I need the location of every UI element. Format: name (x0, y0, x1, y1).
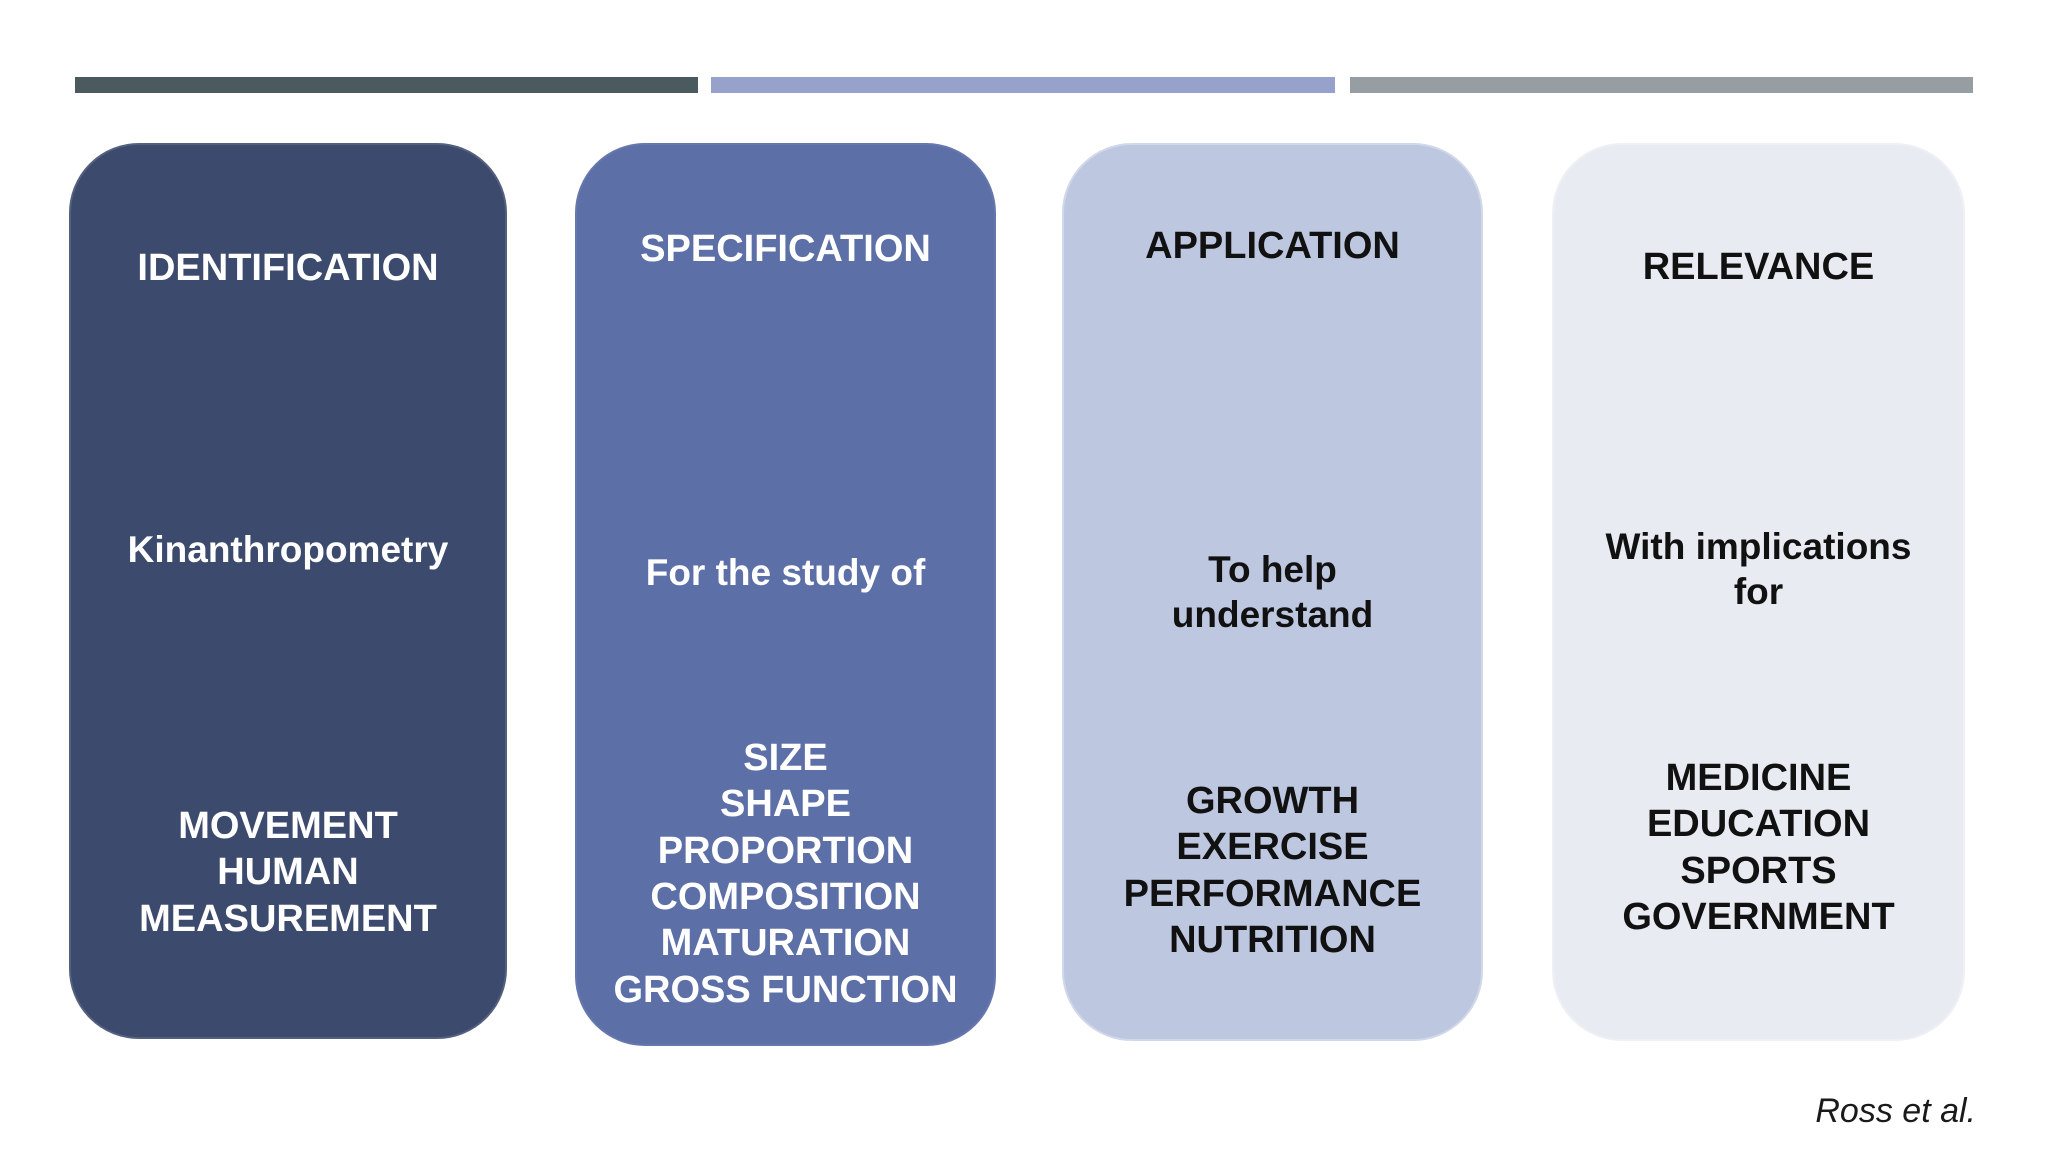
card-application: APPLICATION To help understand GROWTH EX… (1062, 143, 1483, 1041)
card-specification: SPECIFICATION For the study of SIZE SHAP… (575, 143, 996, 1046)
card-identification: IDENTIFICATION Kinanthropometry MOVEMENT… (69, 143, 507, 1039)
card-heading: IDENTIFICATION (137, 247, 439, 289)
card-items: MEDICINE EDUCATION SPORTS GOVERNMENT (1622, 757, 1895, 939)
top-bar-2 (711, 77, 1335, 93)
top-bar-3 (1350, 77, 1973, 93)
citation-credit: Ross et al. (1815, 1092, 1976, 1130)
card-phrase: To help understand (1171, 549, 1374, 636)
card-heading: APPLICATION (1145, 225, 1400, 267)
card-phrase: For the study of (645, 552, 926, 593)
card-items: GROWTH EXERCISE PERFORMANCE NUTRITION (1123, 780, 1422, 962)
card-items: SIZE SHAPE PROPORTION COMPOSITION MATURA… (613, 737, 958, 1011)
card-items: MOVEMENT HUMAN MEASUREMENT (139, 805, 437, 940)
card-relevance: RELEVANCE With implications for MEDICINE… (1552, 143, 1965, 1041)
card-heading: SPECIFICATION (640, 228, 931, 270)
card-phrase: With implications for (1605, 526, 1912, 613)
card-heading: RELEVANCE (1642, 246, 1875, 288)
card-phrase: Kinanthropometry (127, 529, 449, 570)
top-bar-1 (75, 77, 698, 93)
